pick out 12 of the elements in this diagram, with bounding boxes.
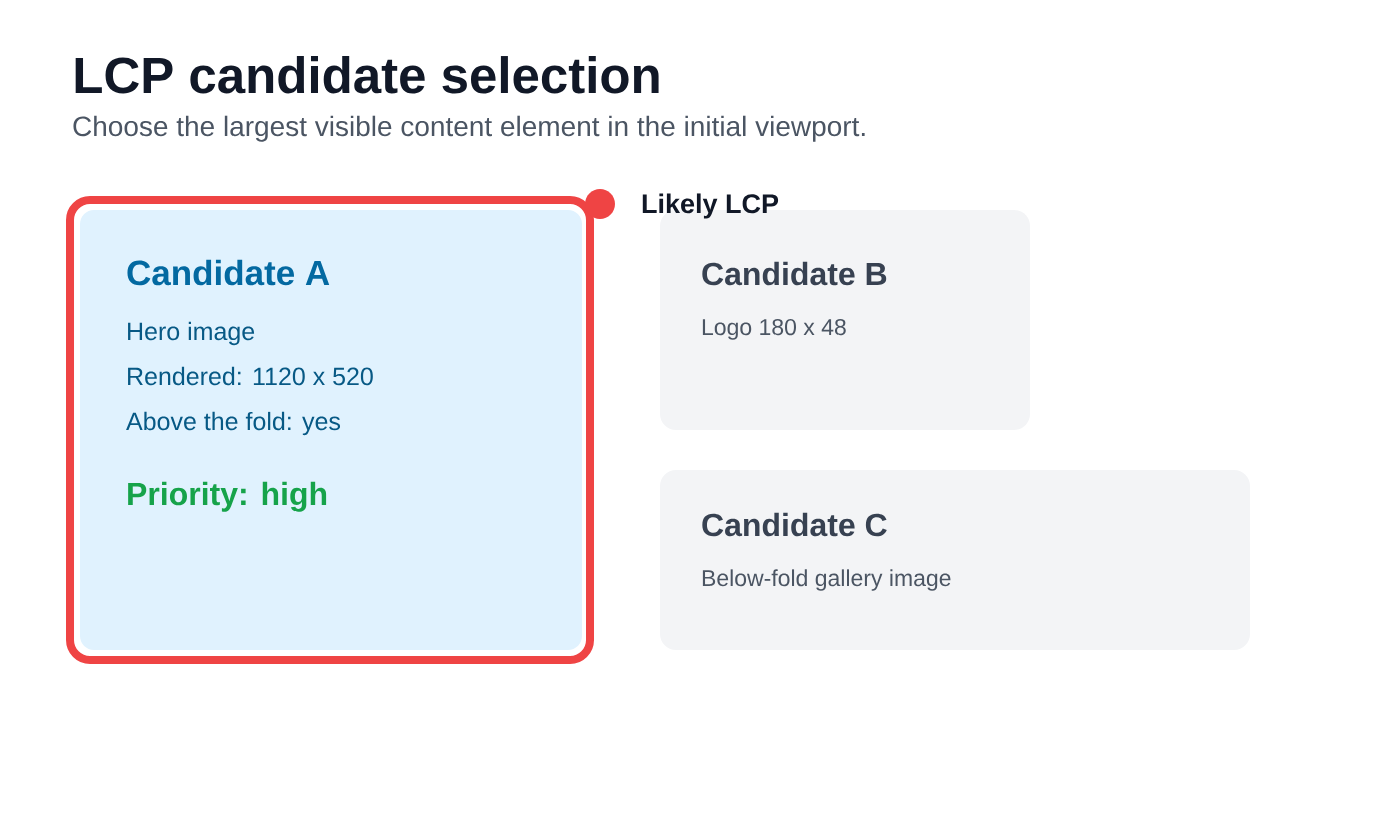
title: LCP candidate selection bbox=[75, 56, 659, 94]
card-text: Logo 180 x 48 bbox=[702, 318, 846, 340]
card-text: Above the fold: yes bbox=[126, 411, 341, 436]
highlight-label: Likely LCP bbox=[642, 193, 779, 219]
card-heading: Candidate C bbox=[702, 512, 887, 537]
card-text: Hero image bbox=[128, 321, 255, 346]
priority-text: Priority: high bbox=[128, 481, 327, 512]
subtitle: Choose the largest visible content element in the initial viewport. bbox=[73, 115, 865, 142]
card-heading: Candidate B bbox=[702, 261, 887, 286]
card-heading: Candidate A bbox=[127, 259, 330, 286]
card-text: Below-fold gallery image bbox=[702, 569, 951, 591]
card-text: Rendered: 1120 x 520 bbox=[128, 366, 373, 386]
